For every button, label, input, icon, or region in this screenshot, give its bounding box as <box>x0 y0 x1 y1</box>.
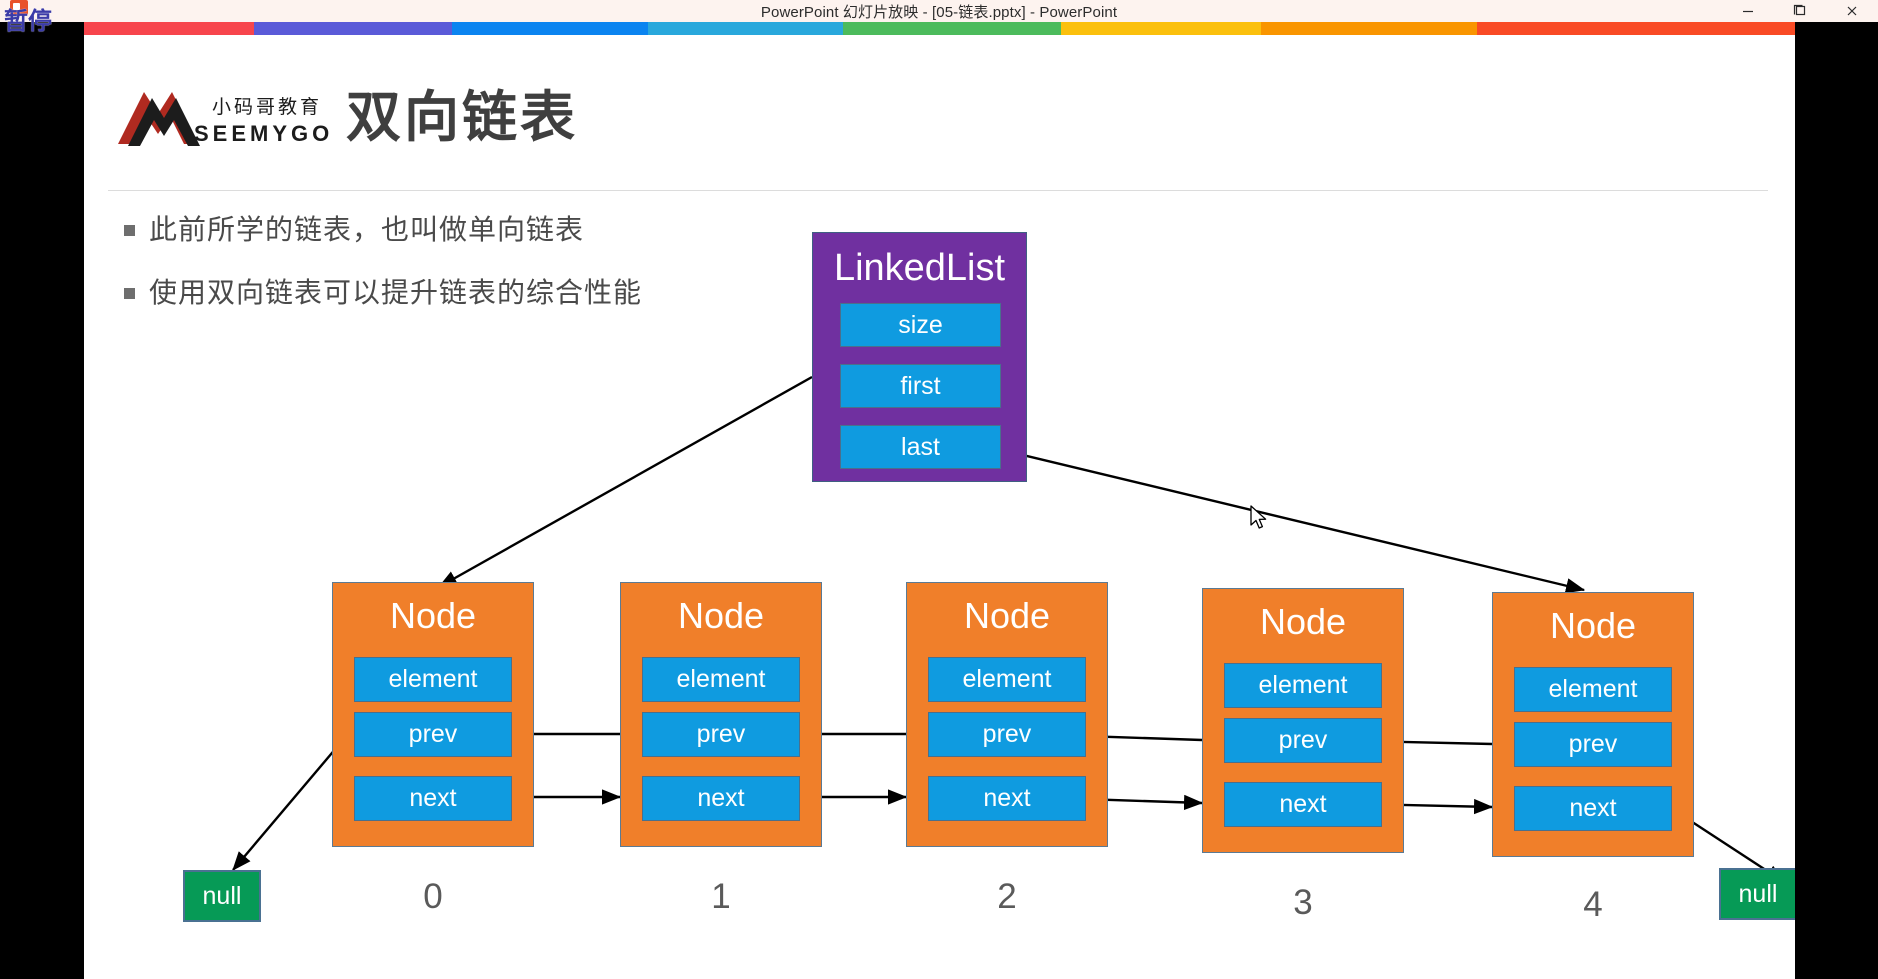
color-bar-segment-3 <box>648 22 843 35</box>
node-0-field-element[interactable]: element <box>354 657 512 702</box>
minimize-button[interactable] <box>1722 0 1774 22</box>
linkedlist-field-first-label: first <box>900 371 941 400</box>
bullet-square-icon <box>124 288 135 299</box>
color-bar-segment-7 <box>1477 22 1795 35</box>
node-3-prev-label: prev <box>1278 726 1328 754</box>
linkedlist-field-last[interactable]: last <box>840 425 1001 469</box>
node-0-next-label: next <box>409 784 457 812</box>
svg-text:小码哥教育: 小码哥教育 <box>212 96 322 118</box>
node-0-prev-label: prev <box>408 720 458 748</box>
window-title: PowerPoint 幻灯片放映 - [05-链表.pptx] - PowerP… <box>760 3 1118 21</box>
node-2-field-element[interactable]: element <box>928 657 1086 702</box>
header-divider <box>108 190 1768 191</box>
record-icon <box>10 0 28 15</box>
node-index-2: 2 <box>997 877 1017 916</box>
node-title-3: Node <box>1259 601 1347 642</box>
node-4-prev-label: prev <box>1568 730 1618 758</box>
node-title-0: Node <box>389 595 477 636</box>
node-4-field-prev[interactable]: prev <box>1514 722 1672 767</box>
node-2-element-label: element <box>962 665 1052 693</box>
mouse-pointer-icon <box>1250 505 1267 529</box>
null-box-right-label: null <box>1738 879 1778 908</box>
node-1-element-label: element <box>676 665 766 693</box>
linkedlist-field-size-label: size <box>898 310 943 339</box>
bullet-text-1: 使用双向链表可以提升链表的综合性能 <box>149 277 643 308</box>
color-bar-segment-0 <box>84 22 254 35</box>
bullet-item-1: 使用双向链表可以提升链表的综合性能 <box>124 276 642 310</box>
node-3-field-prev[interactable]: prev <box>1224 718 1382 763</box>
linkedlist-field-size[interactable]: size <box>840 303 1001 347</box>
node-1-field-next[interactable]: next <box>642 776 800 821</box>
color-bar-segment-6 <box>1261 22 1477 35</box>
brand-logo: 小码哥教育 SEEMYGO <box>114 84 332 149</box>
page-title: 双向链表 <box>346 86 579 148</box>
bullet-square-icon <box>124 225 135 236</box>
node-4-field-element[interactable]: element <box>1514 667 1672 712</box>
recorder-pause-label: 暂停 <box>4 8 52 35</box>
node-1-field-prev[interactable]: prev <box>642 712 800 757</box>
left-letterbox <box>0 22 84 979</box>
slide-color-bar <box>84 22 1795 35</box>
node-1-prev-label: prev <box>696 720 746 748</box>
restore-button[interactable] <box>1774 0 1826 22</box>
color-bar-segment-4 <box>843 22 1061 35</box>
color-bar-segment-2 <box>452 22 648 35</box>
node-title-2: Node <box>963 595 1051 636</box>
node-2-field-next[interactable]: next <box>928 776 1086 821</box>
node-4-next-label: next <box>1569 794 1617 822</box>
node-index-1: 1 <box>711 877 731 916</box>
node-3-next-label: next <box>1279 790 1327 818</box>
linkedlist-title: LinkedList <box>833 247 1006 289</box>
node-1-next-label: next <box>697 784 745 812</box>
right-letterbox <box>1795 22 1878 979</box>
svg-text:SEEMYGO: SEEMYGO <box>194 121 332 146</box>
node-2-prev-label: prev <box>982 720 1032 748</box>
window-controls <box>1722 0 1878 22</box>
node-index-3: 3 <box>1293 883 1313 922</box>
slide-canvas: 小码哥教育 SEEMYGO 双向链表 此前所学的链表，也叫做单向链表 使用双向链… <box>84 22 1795 979</box>
linkedlist-field-first[interactable]: first <box>840 364 1001 408</box>
node-0-element-label: element <box>388 665 478 693</box>
null-box-right[interactable]: null <box>1719 868 1795 920</box>
close-button[interactable] <box>1826 0 1878 22</box>
node-2-next-label: next <box>983 784 1031 812</box>
node-index-4: 4 <box>1583 885 1603 924</box>
node-3-element-label: element <box>1258 671 1348 699</box>
node-0-field-next[interactable]: next <box>354 776 512 821</box>
bullet-text-0: 此前所学的链表，也叫做单向链表 <box>149 214 585 245</box>
node-1-field-element[interactable]: element <box>642 657 800 702</box>
null-box-left-label: null <box>202 881 242 910</box>
window-titlebar: PowerPoint 幻灯片放映 - [05-链表.pptx] - PowerP… <box>0 0 1878 22</box>
node-3-field-next[interactable]: next <box>1224 782 1382 827</box>
linkedlist-field-last-label: last <box>901 432 940 461</box>
node-4-element-label: element <box>1548 675 1638 703</box>
node-3-field-element[interactable]: element <box>1224 663 1382 708</box>
color-bar-segment-5 <box>1061 22 1261 35</box>
node-4-field-next[interactable]: next <box>1514 786 1672 831</box>
null-box-left[interactable]: null <box>183 870 261 922</box>
node-title-4: Node <box>1549 605 1637 646</box>
node-0-field-prev[interactable]: prev <box>354 712 512 757</box>
node-index-0: 0 <box>423 877 443 916</box>
color-bar-segment-1 <box>254 22 452 35</box>
node-2-field-prev[interactable]: prev <box>928 712 1086 757</box>
node-title-1: Node <box>677 595 765 636</box>
bullet-item-0: 此前所学的链表，也叫做单向链表 <box>124 213 584 247</box>
recorder-overlay[interactable]: 暂停 <box>2 0 82 34</box>
